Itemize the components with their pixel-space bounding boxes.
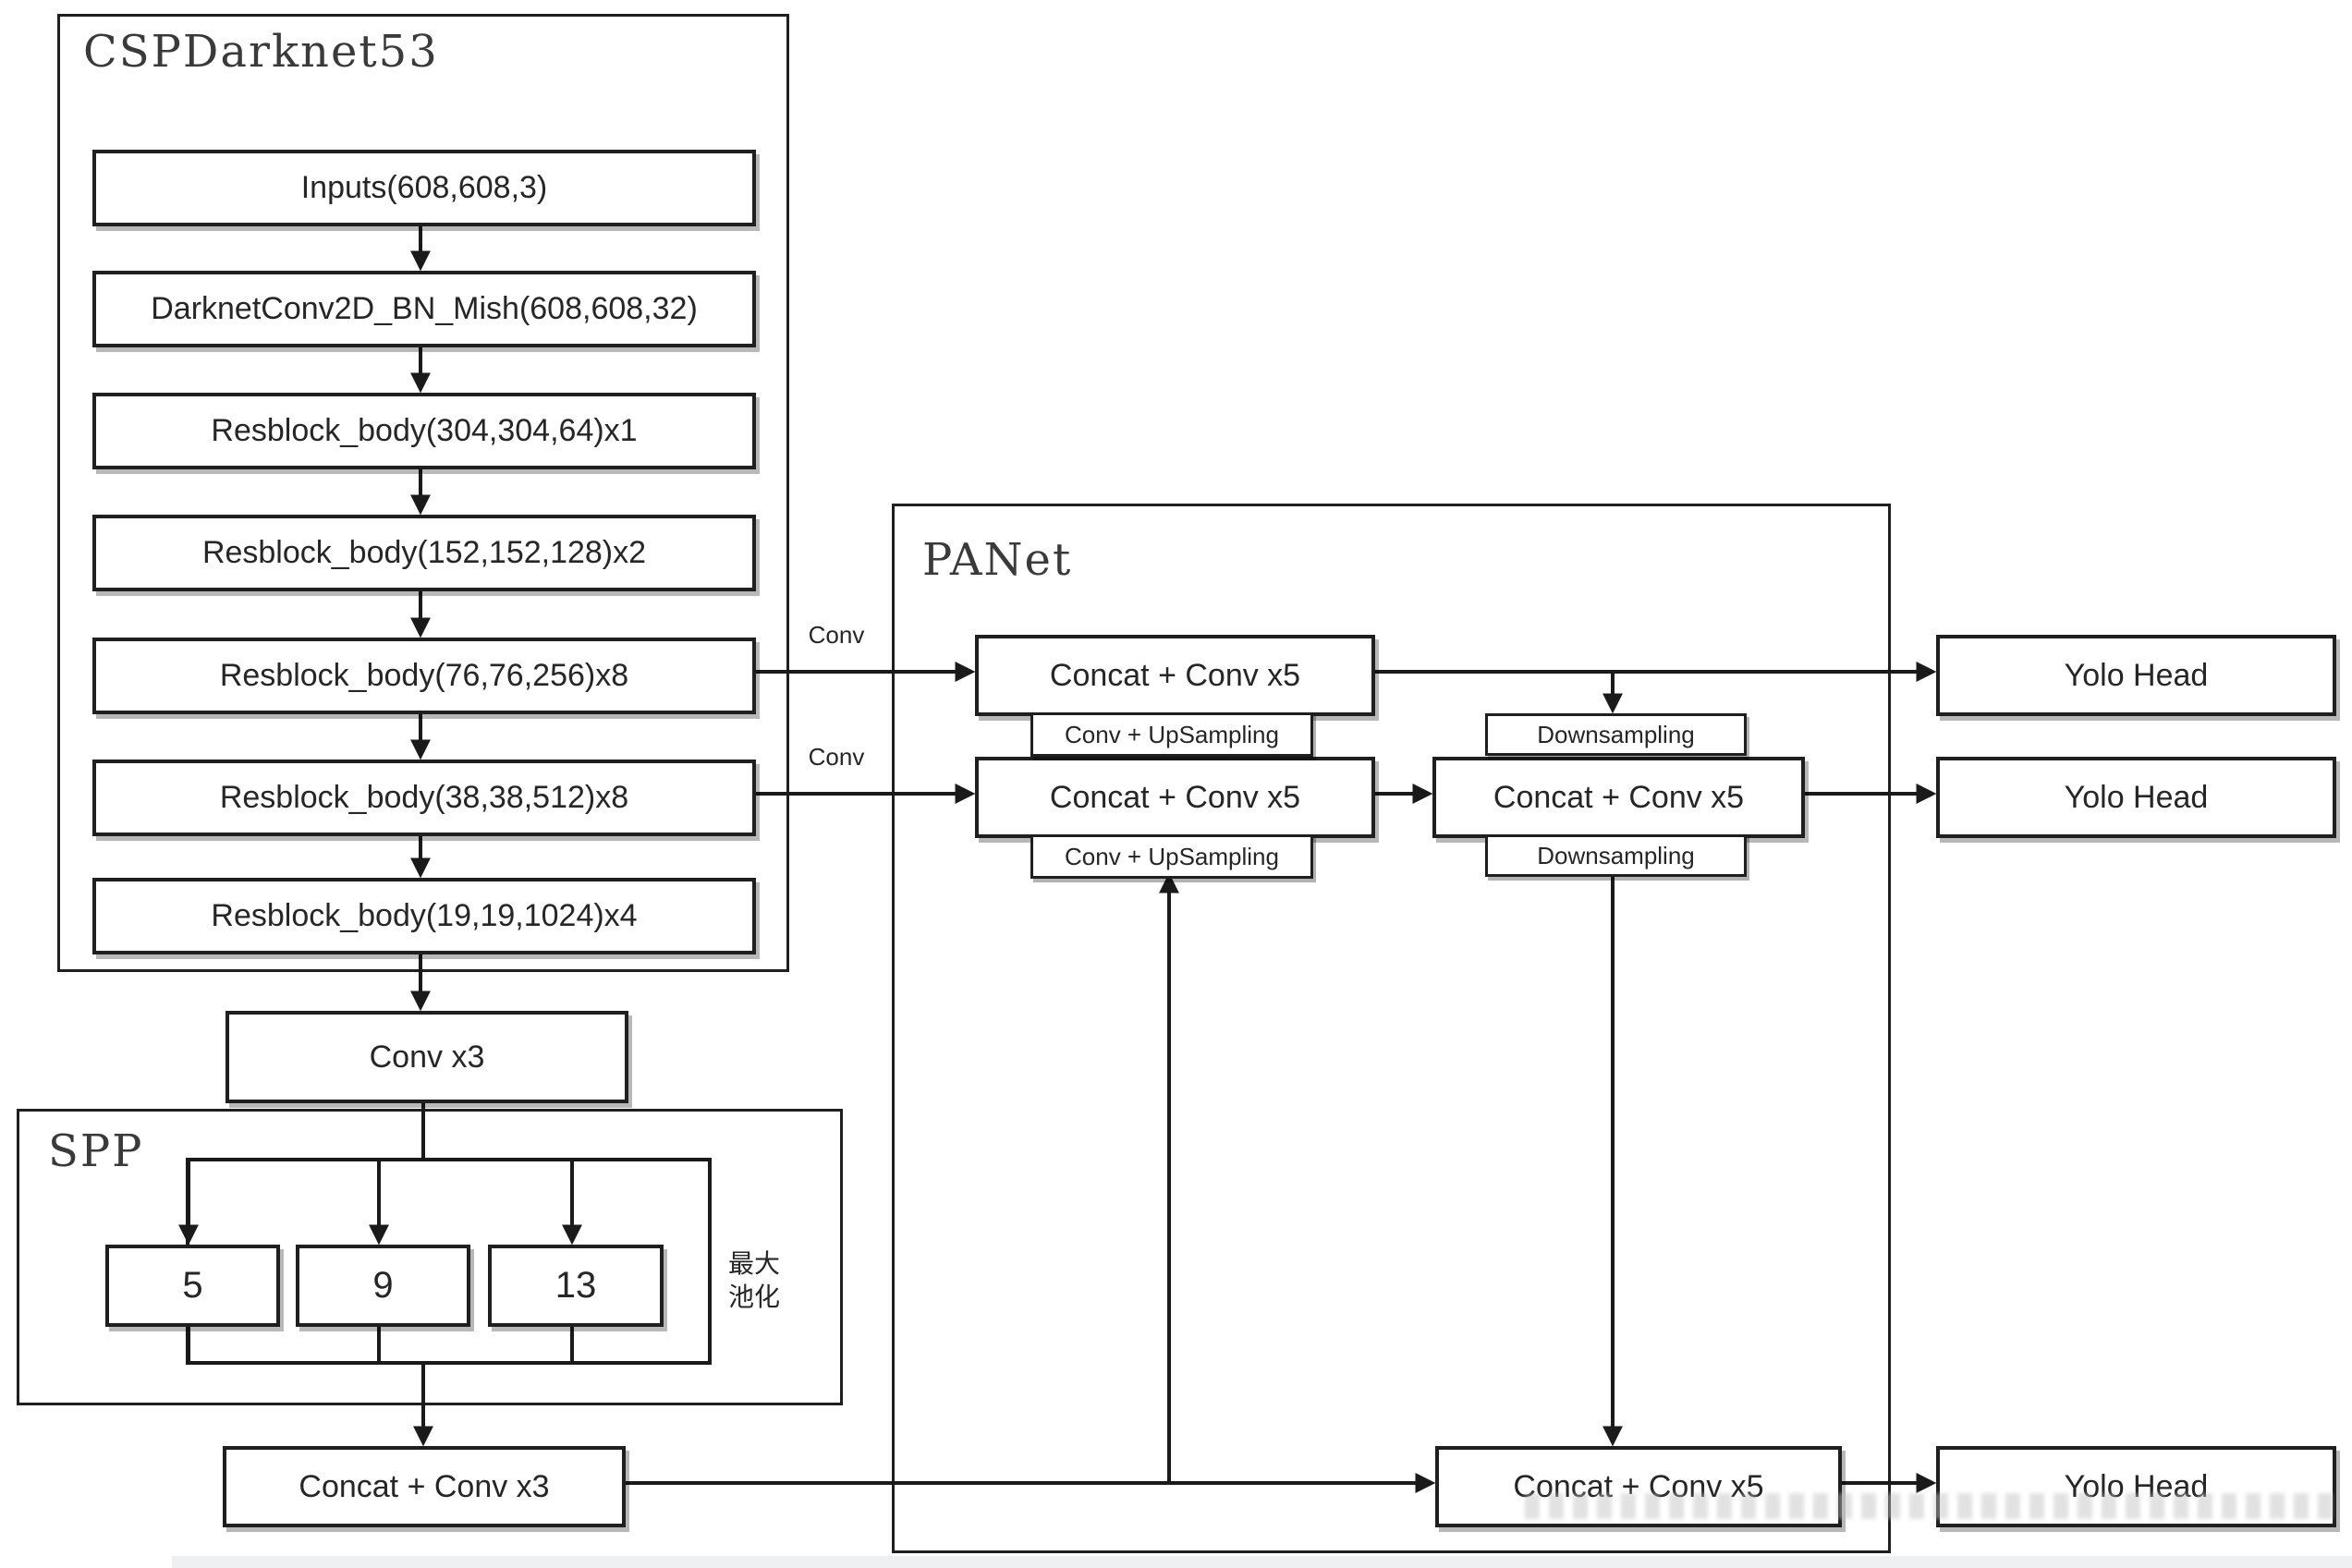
concat-conv5-box-row2: Concat + Conv x5: [975, 757, 1375, 838]
spp-title: SPP: [48, 1125, 144, 1177]
yolo-head-box-2: Yolo Head: [1936, 757, 2336, 838]
layer-box-resblock-19: Resblock_body(19,19,1024)x4: [92, 878, 756, 954]
panet-title: PANet: [922, 534, 1073, 586]
watermark-smudge: [1525, 1493, 2338, 1519]
yolo-head-box-3: Yolo Head: [1936, 1446, 2336, 1527]
layer-box-inputs: Inputs(608,608,3): [92, 150, 756, 226]
spp-container: [17, 1109, 843, 1405]
layer-box-resblock-304: Resblock_body(304,304,64)x1: [92, 393, 756, 469]
concat-conv5-box-row1: Concat + Conv x5: [975, 635, 1375, 716]
backbone-title: CSPDarknet53: [83, 26, 439, 78]
concat-conv5-box-mid: Concat + Conv x5: [1432, 757, 1805, 838]
conv-edge-label-1: Conv: [808, 621, 865, 649]
panet-container: [892, 504, 1891, 1553]
pool-box-5: 5: [105, 1245, 280, 1327]
concat-conv-x3-box: Concat + Conv x3: [223, 1446, 626, 1527]
yolo-head-box-1: Yolo Head: [1936, 635, 2336, 716]
conv-x3-box: Conv x3: [225, 1011, 628, 1103]
conv-edge-label-2: Conv: [808, 743, 865, 771]
layer-box-darknetconv2d-bn-mish: DarknetConv2D_BN_Mish(608,608,32): [92, 271, 756, 347]
conv-upsampling-box-1: Conv + UpSampling: [1030, 712, 1313, 757]
downsampling-box-1: Downsampling: [1485, 713, 1747, 756]
backbone-container: [57, 14, 789, 972]
layer-box-resblock-38: Resblock_body(38,38,512)x8: [92, 760, 756, 836]
concat-conv5-box-bottom: Concat + Conv x5: [1435, 1446, 1842, 1527]
layer-box-resblock-152: Resblock_body(152,152,128)x2: [92, 515, 756, 591]
conv-upsampling-box-2: Conv + UpSampling: [1030, 834, 1313, 879]
bottom-edge-strip: [172, 1556, 2352, 1568]
pool-box-9: 9: [296, 1245, 470, 1327]
downsampling-box-2: Downsampling: [1485, 834, 1747, 877]
pool-box-13: 13: [488, 1245, 664, 1327]
layer-box-resblock-76: Resblock_body(76,76,256)x8: [92, 638, 756, 714]
max-pooling-note: 最大 池化: [728, 1249, 781, 1312]
